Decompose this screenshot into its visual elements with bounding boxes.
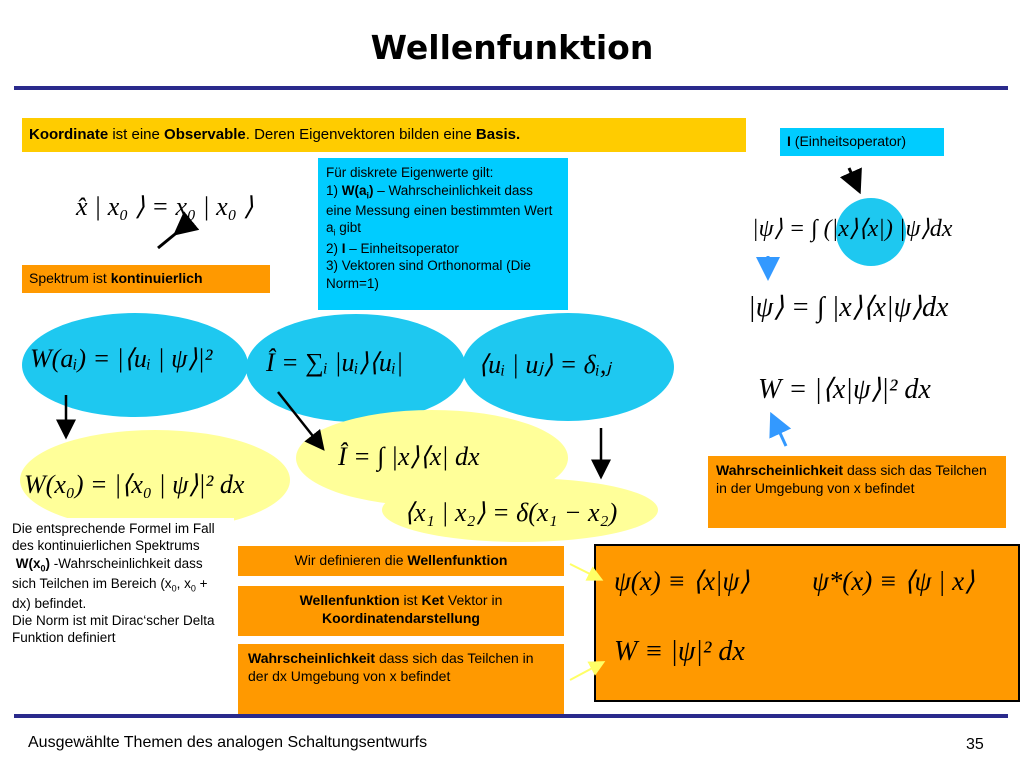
ket-vector-box: Wellenfunktion ist Ket Vektor in Koordin… — [238, 586, 564, 636]
orthonormal-formula: ⟨uᵢ | uⱼ⟩ = δᵢ,ⱼ — [478, 350, 611, 379]
w-ai-formula: W(aᵢ) = |⟨uᵢ | ψ⟩|² — [30, 344, 213, 373]
discrete-eigenvalues-box: Für diskrete Eigenwerte gilt: 1) W(ai) –… — [318, 158, 568, 310]
arrow-blue-up — [769, 411, 792, 447]
page-number: 35 — [966, 736, 984, 753]
psi-insert-identity: |ψ⟩ = ∫ (|x⟩⟨x|) |ψ⟩dx — [752, 216, 953, 242]
footer-divider — [14, 714, 1008, 718]
ellipse-w-ai — [22, 313, 248, 417]
arrow-unit-op — [839, 167, 862, 195]
w-psi-formula: W ≡ |ψ|² dx — [614, 636, 745, 667]
eigenvalue-equation: x̂ | x₀ ⟩ = x₀ | x₀ ⟩ — [76, 192, 254, 221]
ellipse-w-x0 — [20, 430, 290, 530]
probability-right-box: Wahrscheinlichkeit dass sich das Teilche… — [708, 456, 1006, 528]
unit-operator-label: I (Einheitsoperator) — [780, 128, 944, 156]
w-x0-formula: W(x₀) = |⟨x₀ | ψ⟩|² dx — [24, 470, 245, 499]
psi-definition: ψ(x) ≡ ⟨x|ψ⟩ — [614, 566, 750, 596]
probability-middle-box: Wahrscheinlichkeit dass sich das Teilche… — [238, 644, 564, 714]
delta-norm-formula: ⟨x₁ | x₂⟩ = δ(x₁ − x₂) — [404, 498, 618, 527]
identity-integral-formula: Î = ∫ |x⟩⟨x| dx — [338, 442, 480, 471]
define-wavefunction-box: Wir definieren die Wellenfunktion — [238, 546, 564, 576]
w-x-formula: W = |⟨x|ψ⟩|² dx — [758, 374, 931, 405]
arrow-eigen — [157, 211, 200, 250]
identity-sum-formula: Î = ∑ᵢ |uᵢ⟩⟨uᵢ| — [266, 348, 404, 377]
spectrum-label: Spektrum ist kontinuierlich — [22, 265, 270, 293]
observable-statement: Koordinate ist eine Observable. Deren Ei… — [22, 118, 746, 152]
psi-star-definition: ψ*(x) ≡ ⟨ψ | x⟩ — [812, 566, 975, 596]
page-title: Wellenfunktion — [370, 28, 654, 67]
wavefunction-definition-panel — [594, 544, 1020, 702]
psi-expansion: |ψ⟩ = ∫ |x⟩⟨x|ψ⟩dx — [748, 292, 949, 323]
title-divider — [14, 86, 1008, 90]
ellipse-unit-op — [836, 198, 906, 266]
ellipse-orthonormal — [462, 313, 674, 421]
footer-text: Ausgewählte Themen des analogen Schaltun… — [28, 734, 428, 751]
ellipse-delta-norm — [382, 478, 658, 542]
continuous-formula-note: Die entsprechende Formel im Fall des kon… — [6, 518, 234, 708]
